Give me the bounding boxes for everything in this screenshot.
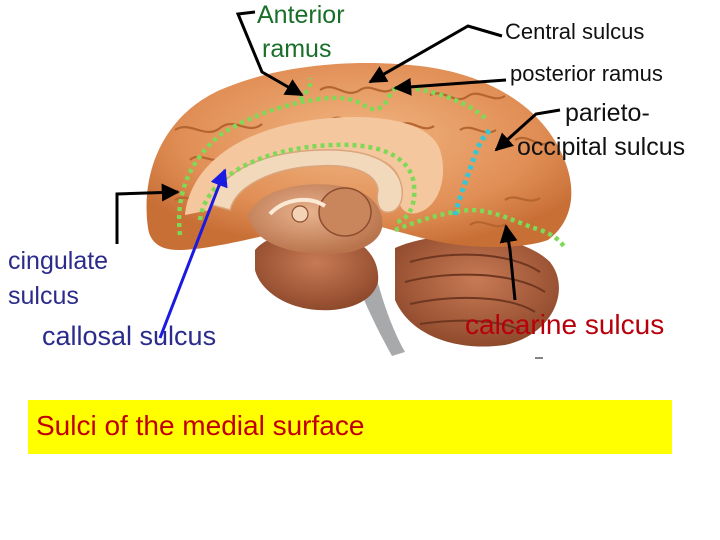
callosal-sulcus-label: callosal sulcus: [42, 321, 217, 351]
corpus-callosum: [211, 149, 404, 213]
anterior-ramus-dots: [298, 77, 313, 102]
calcarine-sulcus-arrow: [499, 224, 518, 301]
cerebellum-folia: [404, 253, 546, 331]
parieto-occipital-sulcus-dots: [452, 126, 494, 216]
anterior-ramus-label-line1: Anterior: [257, 1, 345, 29]
calcarine-sulcus-label: calcarine sulcus: [465, 309, 665, 340]
cingulate-sulcus-label-line2: sulcus: [8, 282, 79, 310]
fornix: [268, 197, 327, 216]
central-sulcus-arrow: [368, 24, 503, 84]
posterior-ramus-arrow: [393, 77, 507, 96]
anterior-ramus-arrow: [235, 10, 304, 97]
cingulate-sulcus-arrow: [115, 183, 180, 244]
callosal-sulcus-arrow: [158, 168, 228, 339]
title-banner: Sulci of the medial surface: [28, 400, 672, 454]
cerebellum: [395, 235, 559, 347]
thalamus-center: [318, 187, 372, 237]
anterior-ramus-label-line2: ramus: [262, 35, 332, 63]
slide-title: Sulci of the medial surface: [36, 410, 365, 441]
cingulate-sulcus-label-line1: cingulate: [8, 247, 109, 275]
posterior-ramus-label: posterior ramus: [510, 61, 663, 86]
parieto-occipital-arrow: [494, 108, 561, 152]
parieto-occipital-label-line2: occipital sulcus: [517, 133, 686, 161]
cingulate-gyrus: [185, 117, 444, 215]
pineal: [291, 205, 309, 223]
parieto-occipital-label-line1: parieto-: [565, 99, 650, 127]
central-sulcus-label: Central sulcus: [505, 19, 645, 44]
